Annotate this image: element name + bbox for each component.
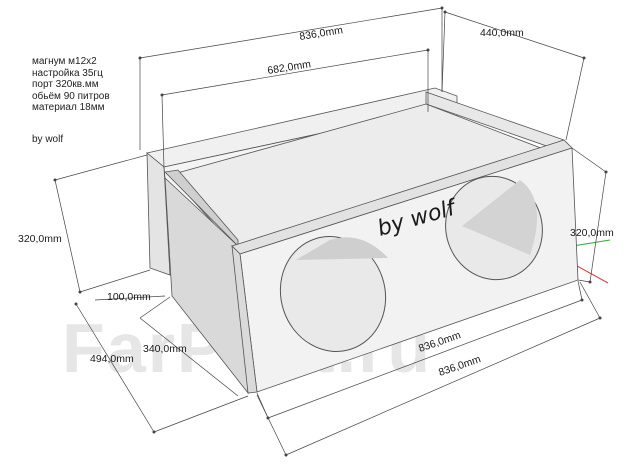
dim-outer-depth: 494,0mm <box>90 353 134 365</box>
dim-inner-depth: 340,0mm <box>143 343 187 355</box>
note-line: настройка 35гц <box>32 67 103 79</box>
author-label: by wolf <box>32 134 64 145</box>
dimension-lines <box>54 7 607 456</box>
spec-notes: магнум м12х2 настройка 35гц порт 320кв.м… <box>32 56 110 114</box>
note-line: материал 18мм <box>32 102 105 113</box>
dimension-ticks <box>53 6 608 457</box>
front-panel-edge <box>231 244 258 394</box>
note-line: порт 320кв.мм <box>32 79 99 90</box>
note-line: обьём 90 питров <box>32 90 110 102</box>
cutout-right-shadow <box>462 180 538 255</box>
speaker-cutout-left <box>279 236 387 352</box>
dim-depth: 440,0mm <box>480 27 524 39</box>
cutout-left-shadow <box>296 237 388 260</box>
dim-front-length-2: 836,0mm <box>437 353 483 379</box>
dim-port-width: 100,0mm <box>107 291 151 303</box>
back-panel-edge <box>146 152 171 276</box>
dim-height-left: 320,0mm <box>18 233 62 245</box>
note-line: магнум м12х2 <box>32 56 97 67</box>
left-side-top <box>164 169 239 247</box>
dim-inner-length: 682,0mm <box>267 58 312 77</box>
dim-height-right: 320,0mm <box>570 227 614 239</box>
dim-top-length: 836,0mm <box>299 24 344 43</box>
